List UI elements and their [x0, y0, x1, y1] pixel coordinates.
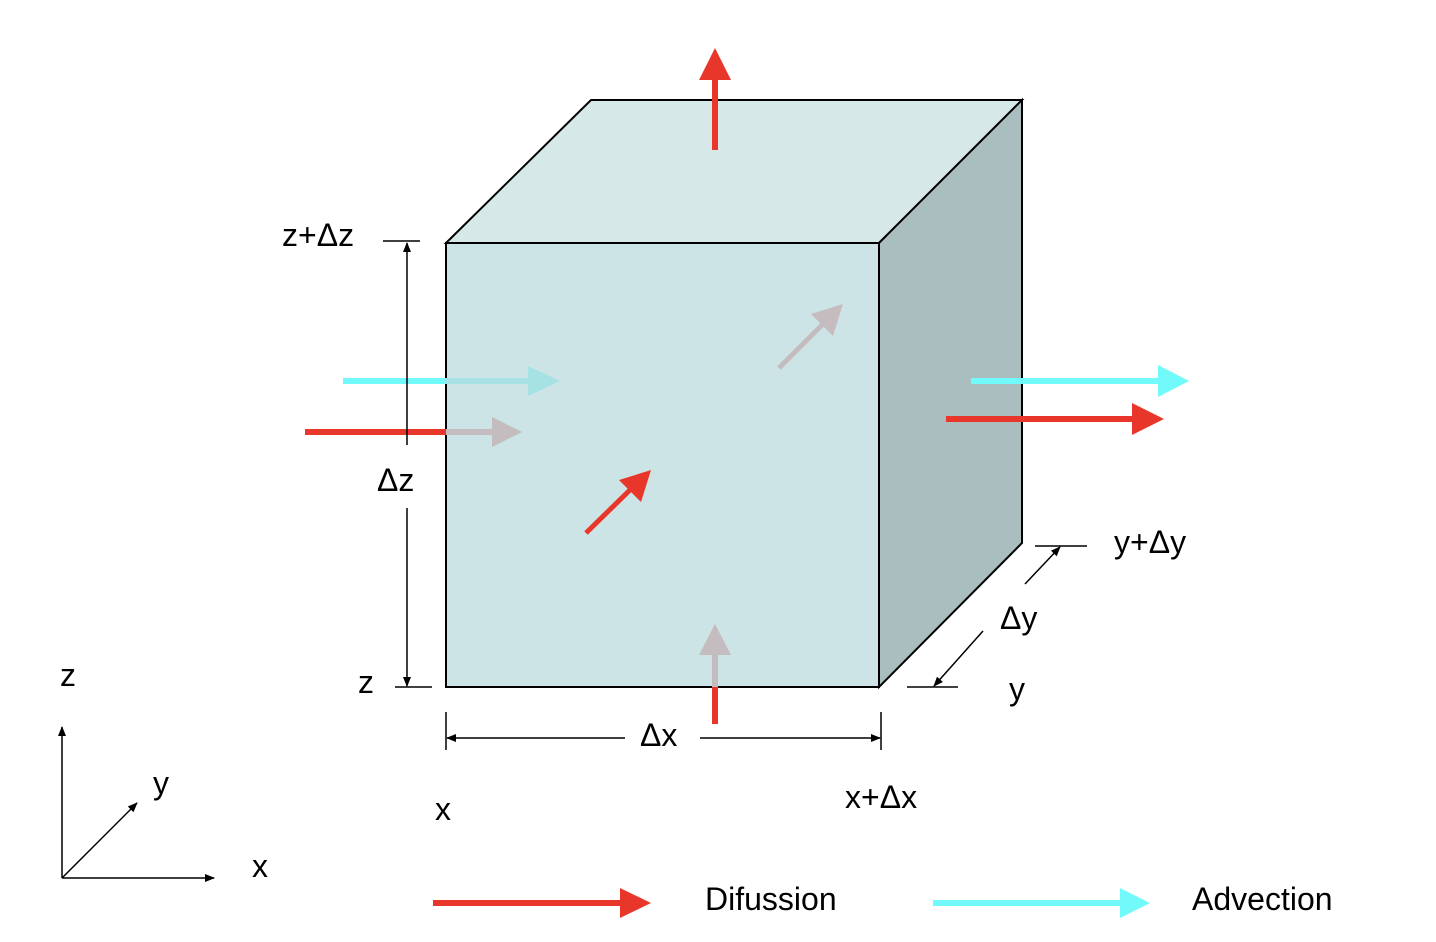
label-y-plus-dy: y+Δy — [1114, 524, 1186, 560]
label-z: z — [358, 664, 374, 700]
label-y: y — [1009, 671, 1025, 707]
dx-dimension — [445, 712, 882, 750]
coordinate-axes — [58, 726, 215, 882]
diffusion-arrow-left — [305, 417, 522, 447]
label-dz: Δz — [377, 462, 414, 498]
diffusion-arrow-top — [699, 48, 731, 150]
legend-diffusion-arrow — [433, 888, 651, 918]
cube-front-face — [445, 242, 880, 688]
axis-label-y: y — [153, 765, 169, 801]
label-dx: Δx — [640, 717, 677, 753]
axis-label-z: z — [60, 657, 76, 693]
dy-dimension — [907, 545, 1087, 688]
label-z-plus-dz: z+Δz — [282, 217, 354, 253]
diffusion-arrow-right — [946, 403, 1164, 435]
diffusion-arrow-back-hidden — [777, 304, 843, 370]
diffusion-arrow-bottom — [699, 624, 731, 724]
label-x-plus-dx: x+Δx — [845, 779, 917, 815]
advection-arrow-right — [971, 365, 1189, 397]
label-dy: Δy — [1000, 600, 1037, 636]
legend-diffusion-label: Difussion — [705, 881, 837, 917]
advection-arrow-left — [343, 366, 560, 396]
label-x: x — [435, 791, 451, 827]
legend-advection-arrow — [933, 888, 1150, 918]
diffusion-arrow-front — [584, 470, 651, 535]
axis-label-x: x — [252, 848, 268, 884]
legend-advection-label: Advection — [1192, 881, 1333, 917]
dz-dimension — [383, 240, 432, 688]
